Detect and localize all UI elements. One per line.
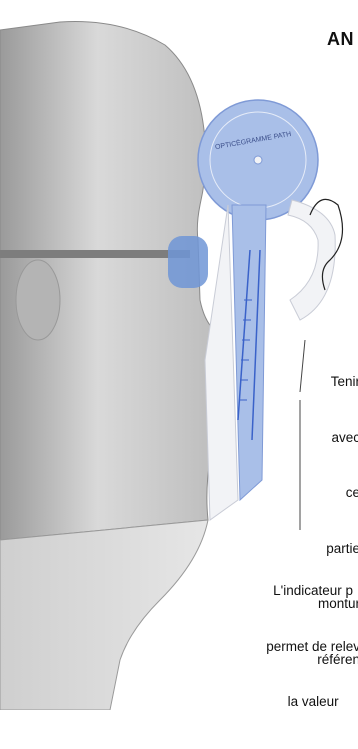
diagram: OPTICÉGRAMME PATH AN Tenir avec ce parti… [0, 0, 358, 710]
annotation-line: avec [317, 429, 358, 448]
annotation-line: Tenir [317, 373, 358, 392]
title: AN [327, 29, 354, 50]
annotation-indicator: L'indicateur p permet de relev la valeur [266, 545, 358, 749]
measuring-device [198, 100, 335, 520]
annotation-line: permet de relev [266, 638, 358, 657]
annotation-line: ce [317, 484, 358, 503]
annotation-line: la valeur [266, 693, 358, 712]
leader-line [300, 340, 305, 392]
annotation-line: L'indicateur p [266, 582, 358, 601]
head-profile [0, 21, 218, 710]
